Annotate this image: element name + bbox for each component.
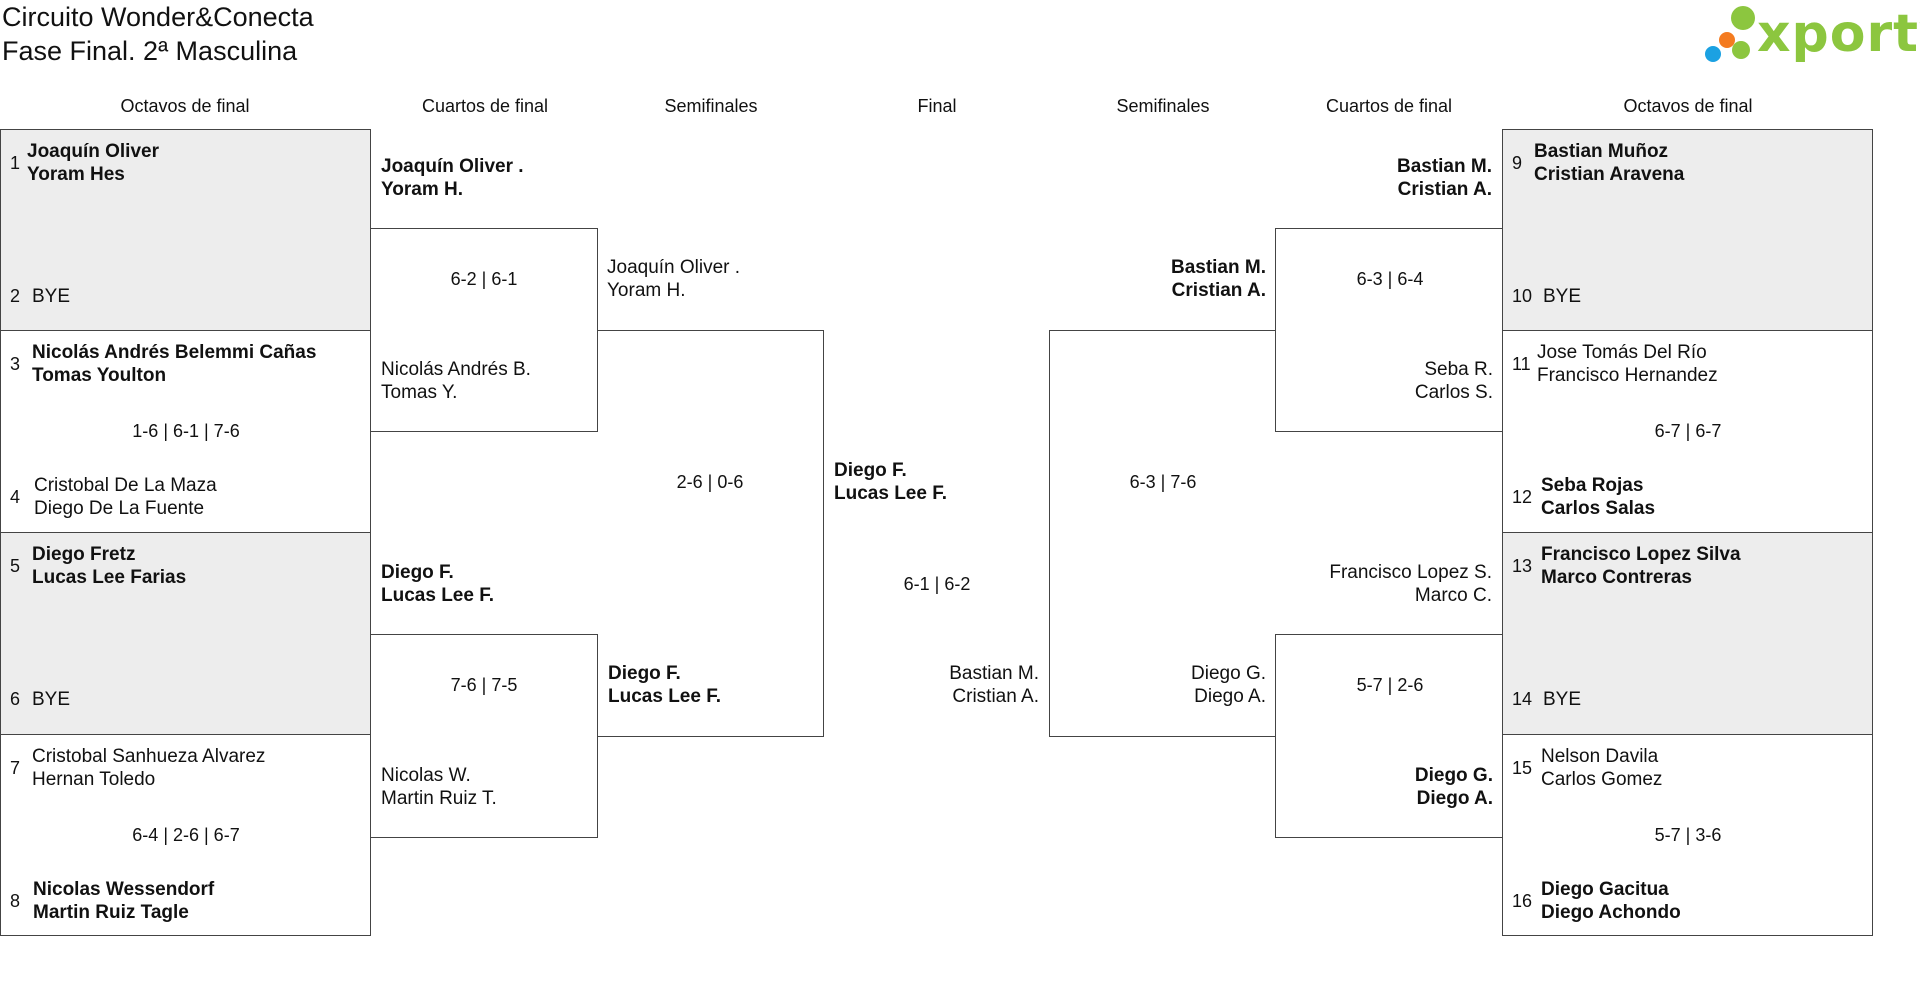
header-right-sf: Semifinales — [1116, 96, 1210, 116]
match-box: 7-6 | 7-5 Nicolas W.Martin Ruiz T. — [370, 634, 598, 838]
team-name: Diego G.Diego A. — [1191, 663, 1266, 707]
seed-number: 2 — [10, 286, 21, 306]
match-box: 5-7 | 2-6 Diego G.Diego A. — [1275, 634, 1503, 838]
match-score: 7-6 | 7-5 — [450, 675, 518, 695]
seed-number: 5 — [10, 556, 21, 576]
match-box: 6-3 | 7-6 Diego G.Diego A. — [1049, 330, 1276, 737]
seed-number: 7 — [10, 758, 21, 778]
team-name: Diego F.Lucas Lee F. — [381, 562, 494, 606]
xporty-logo-icon — [1705, 6, 1755, 62]
team-name: Nicolás Andrés B.Tomas Y. — [381, 359, 531, 403]
header-left-r16: Octavos de final — [120, 96, 250, 116]
match-score: 1-6 | 6-1 | 7-6 — [132, 421, 240, 441]
seed-number: 12 — [1512, 487, 1533, 507]
match-score: 6-3 | 7-6 — [1129, 472, 1197, 492]
seed-number: 6 — [10, 689, 21, 709]
header-final: Final — [917, 96, 957, 116]
seed-number: 16 — [1512, 891, 1533, 911]
team-name: BYE — [1543, 286, 1582, 307]
match-score: 5-7 | 3-6 — [1654, 825, 1722, 845]
match-score: 6-7 | 6-7 — [1654, 421, 1722, 441]
match-score: 6-3 | 6-4 — [1356, 269, 1424, 289]
match-box: 6-2 | 6-1 Nicolás Andrés B.Tomas Y. — [370, 228, 598, 432]
page-title: Circuito Wonder&Conecta — [2, 2, 314, 32]
match-score: 6-2 | 6-1 — [450, 269, 518, 289]
seed-number: 8 — [10, 891, 21, 911]
team-name: Bastian M.Cristian A. — [1396, 156, 1492, 200]
seed-number: 9 — [1512, 153, 1523, 173]
seed-number: 4 — [10, 487, 21, 507]
team-name: BYE — [1543, 689, 1582, 710]
team-name: Diego F.Lucas Lee F. — [608, 663, 721, 707]
team-name: BYE — [32, 689, 71, 710]
match-score: 5-7 | 2-6 — [1356, 675, 1424, 695]
team-name: Nicolas W.Martin Ruiz T. — [381, 765, 497, 809]
seed-number: 13 — [1512, 556, 1533, 576]
header-right-qf: Cuartos de final — [1325, 96, 1453, 116]
team-name: Seba R.Carlos S. — [1414, 359, 1493, 403]
team-name: Bastian M.Cristian A. — [949, 663, 1039, 707]
logo-text: xporty — [1757, 4, 1920, 64]
seed-number: 14 — [1512, 689, 1533, 709]
team-name: Diego F.Lucas Lee F. — [834, 460, 947, 504]
header-left-sf: Semifinales — [664, 96, 758, 116]
team-name: BYE — [32, 286, 71, 307]
team-name: Bastian M.Cristian A. — [1170, 257, 1266, 301]
team-name: Diego G.Diego A. — [1414, 765, 1493, 809]
header-left-qf: Cuartos de final — [421, 96, 549, 116]
team-name: Joaquín Oliver .Yoram H. — [607, 257, 741, 301]
team-name: Joaquín Oliver .Yoram H. — [381, 156, 524, 200]
seed-number: 15 — [1512, 758, 1533, 778]
header-right-r16: Octavos de final — [1623, 96, 1753, 116]
page-subtitle: Fase Final. 2ª Masculina — [2, 36, 298, 66]
seed-number: 1 — [10, 153, 21, 173]
match-score: 2-6 | 0-6 — [676, 472, 744, 492]
team-name: Francisco Lopez S.Marco C. — [1329, 562, 1492, 606]
match-box: 2-6 | 0-6 Diego F.Lucas Lee F. — [597, 330, 824, 737]
match-score: 6-1 | 6-2 — [903, 574, 971, 594]
seed-number: 11 — [1512, 354, 1531, 374]
match-box: 6-3 | 6-4 Seba R.Carlos S. — [1275, 228, 1503, 432]
match-score: 6-4 | 2-6 | 6-7 — [132, 825, 240, 845]
seed-number: 10 — [1512, 286, 1533, 306]
seed-number: 3 — [10, 354, 21, 374]
